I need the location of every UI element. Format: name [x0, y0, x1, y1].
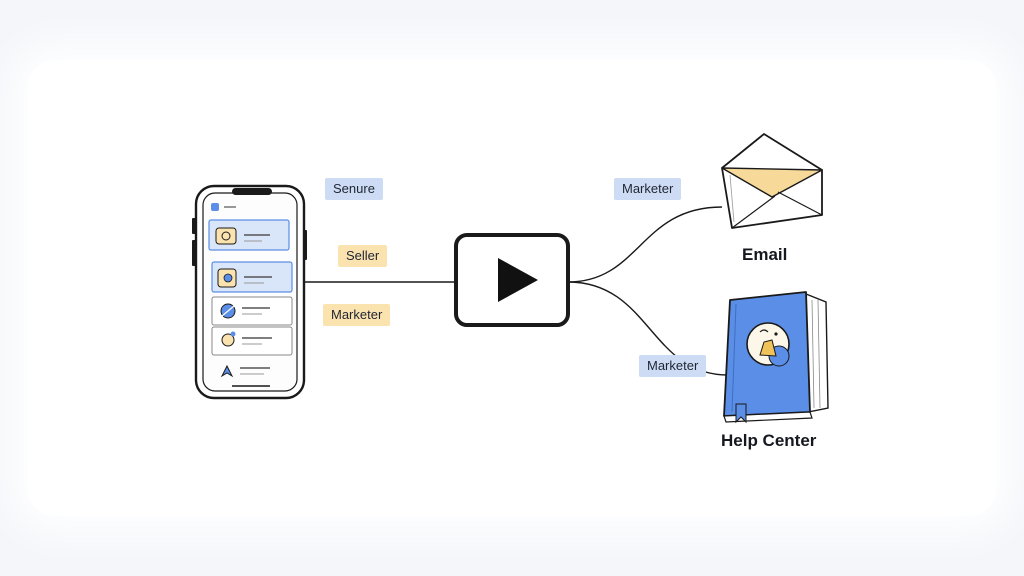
email-caption: Email: [742, 245, 788, 264]
play-to-email-line: [567, 206, 723, 283]
book-icon: [723, 291, 829, 424]
label-seller: Seller: [338, 245, 388, 267]
play-button-icon: [454, 233, 570, 327]
help-center-caption: Help Center: [721, 431, 817, 450]
smartphone-icon: [192, 184, 307, 400]
label-marketer-email: Marketer: [614, 178, 682, 200]
label-senure: Senure: [325, 178, 383, 200]
envelope-icon: [721, 133, 823, 229]
label-marketer-helpcenter: Marketer: [639, 355, 707, 377]
label-marketer-left: Marketer: [323, 304, 391, 326]
